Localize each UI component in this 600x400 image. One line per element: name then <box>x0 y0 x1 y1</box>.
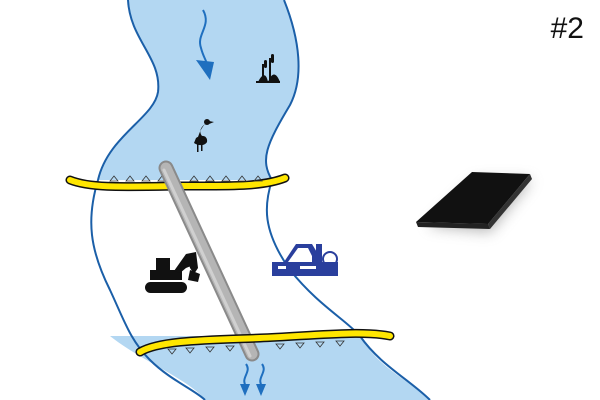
bypass-pipe-icon <box>158 160 260 362</box>
downstream-boom-icon <box>135 328 395 357</box>
excavator-icon <box>145 252 200 293</box>
river-left-bank <box>90 0 206 400</box>
river-right-bank <box>265 0 431 400</box>
heron-icon <box>194 119 214 152</box>
reed-plant-icon <box>256 54 280 83</box>
river-lower-water <box>110 336 430 400</box>
pad-icon <box>416 172 532 232</box>
step-number-label: #2 <box>550 12 584 45</box>
pump-icon <box>272 244 338 276</box>
flow-out-arrows-icon <box>240 363 266 396</box>
flow-in-arrow-icon <box>196 9 214 80</box>
river-upper-water <box>98 0 299 180</box>
